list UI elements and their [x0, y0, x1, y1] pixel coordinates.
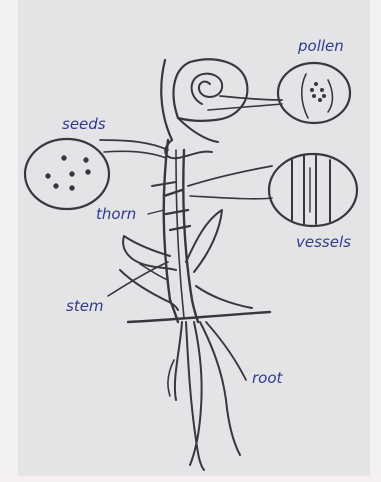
seeds-inset: [25, 139, 168, 209]
leaves: [120, 210, 252, 310]
label-pollen: pollen: [298, 38, 344, 54]
thorn-leader: [148, 210, 164, 214]
roots: [168, 322, 246, 470]
flower-bud: [161, 59, 247, 158]
label-seeds: seeds: [62, 116, 106, 132]
pollen-inset: [208, 63, 350, 123]
label-vessels: vessels: [296, 234, 351, 250]
ground-line: [128, 312, 270, 322]
stem-shape: [164, 140, 198, 322]
label-stem: stem: [66, 298, 104, 314]
label-thorn: thorn: [96, 206, 136, 222]
label-root: root: [252, 370, 282, 386]
vessels-inset: [188, 154, 357, 226]
stem-leader: [108, 262, 168, 296]
